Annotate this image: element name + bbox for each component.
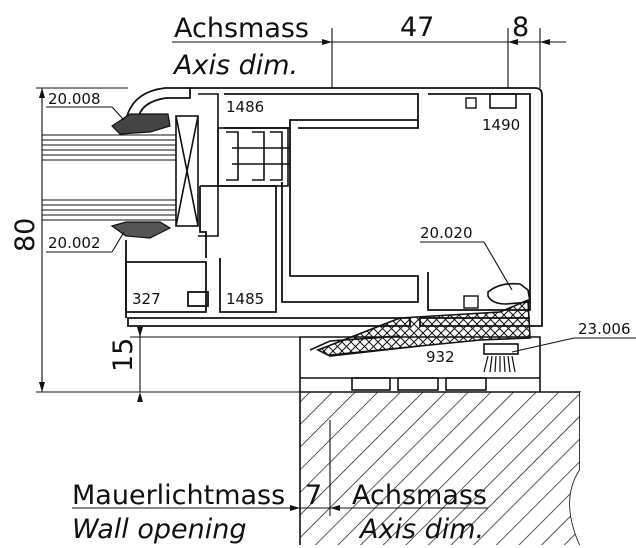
- part-20002: 20.002: [48, 234, 101, 252]
- part-1485: 1485: [226, 290, 264, 308]
- dim-47: 47: [400, 12, 434, 43]
- head-seal-20008: [124, 87, 191, 121]
- part-23006: 23.006: [578, 320, 631, 338]
- bottom-right-label-de: Achsmass: [352, 480, 487, 511]
- bottom-right-label-en: Axis dim.: [358, 514, 484, 545]
- part-20008: 20.008: [48, 90, 101, 108]
- clip-1490-b: [465, 97, 477, 109]
- top-axis-label-de: Achsmass: [174, 13, 309, 44]
- part-20020: 20.020: [420, 224, 473, 242]
- thermal-break: [217, 127, 290, 187]
- glass-bead: [175, 93, 219, 237]
- top-axis-label-en: Axis dim.: [172, 50, 298, 81]
- part-932: 932: [426, 348, 455, 366]
- seal-20020: [487, 282, 531, 305]
- clip-1490: [489, 93, 517, 109]
- part-1486: 1486: [226, 98, 264, 116]
- brush-seal-23006: [483, 343, 519, 373]
- dim-80: 80: [10, 218, 41, 252]
- dim-7: 7: [305, 480, 322, 511]
- bottom-left-label-de: Mauerlichtmass: [72, 480, 285, 511]
- glazing-panes: [42, 134, 176, 221]
- insulation-wedge: [316, 298, 531, 357]
- part-327: 327: [132, 290, 161, 308]
- dimension-lines: [36, 28, 636, 516]
- gasket-top: [111, 113, 171, 135]
- dim-8: 8: [512, 12, 529, 43]
- part-1490: 1490: [482, 116, 520, 134]
- dim-15: 15: [108, 338, 139, 372]
- gasket-bottom-20002: [110, 221, 172, 239]
- dimension-arrows: [39, 39, 550, 511]
- wall-hatch: [300, 392, 580, 545]
- bottom-left-label-en: Wall opening: [72, 514, 247, 545]
- clip-small: [463, 295, 479, 309]
- frame-profile-1486: [127, 87, 543, 327]
